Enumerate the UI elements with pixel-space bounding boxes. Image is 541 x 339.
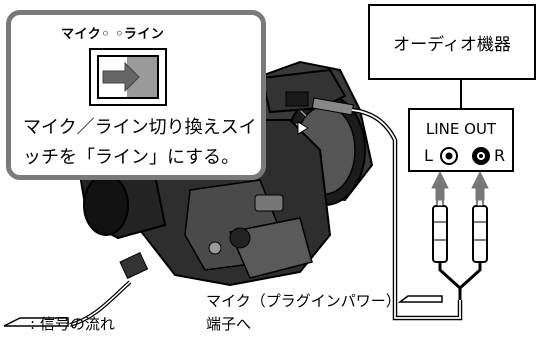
audio-device-box: オーディオ機器 — [368, 4, 536, 80]
signal-flow-symbol — [397, 295, 443, 303]
jack-right-icon — [472, 147, 490, 165]
line-out-label: LINE OUT — [425, 120, 497, 138]
jack-left-icon — [440, 147, 458, 165]
switch-callout: マイク◦ ◦ライン マイク／ライン切り換えスイッチを「ライン」にする。 — [6, 10, 266, 180]
line-out-jacks: L R — [420, 146, 510, 166]
up-arrow-icon — [431, 170, 449, 201]
signal-flow-legend: : 信号の流れ — [30, 315, 115, 333]
mic-line-switch — [89, 48, 167, 106]
switch-slider — [97, 55, 159, 99]
line-out-box: LINE OUT L R — [408, 108, 514, 172]
up-arrow-icon — [471, 170, 489, 201]
left-channel-label: L — [424, 146, 433, 165]
right-arrow-icon — [102, 57, 157, 97]
rca-plug-left — [432, 193, 448, 263]
rca-plug-right — [472, 193, 488, 263]
legend-signal-icon — [3, 317, 69, 327]
mic-terminal-label: マイク（プラグインパワー）端子へ — [206, 292, 394, 333]
audio-device-label: オーディオ機器 — [393, 35, 511, 55]
audio-cable — [351, 107, 489, 321]
switch-label: マイク◦ ◦ライン — [61, 27, 165, 42]
right-channel-label: R — [494, 146, 506, 165]
instruction-text: マイク／ライン切り換えスイッチを「ライン」にする。 — [23, 117, 257, 168]
camcorder-illustration — [69, 60, 374, 327]
